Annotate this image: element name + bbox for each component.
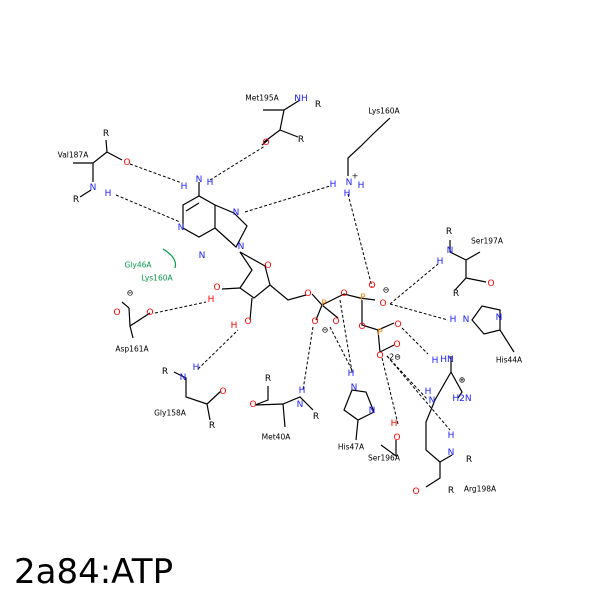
atom-o-pa1: O <box>311 317 318 327</box>
atom-r-arg198b: R <box>448 486 454 496</box>
atom-r-met195b: R <box>298 135 304 145</box>
atom-h-gly158: H <box>193 363 200 373</box>
atom-o-ribose-ring: O <box>264 261 271 271</box>
atom-r-val187a: R <box>103 129 109 139</box>
atom-o2-ribose: O <box>213 283 220 293</box>
atom-r-gly158: R <box>162 367 168 377</box>
atom-r-gly158b: R <box>209 421 215 431</box>
residue-label-val187: Val187A <box>58 151 90 160</box>
atom-n-his47b: N <box>369 406 376 416</box>
atom-o-pg3: O <box>376 351 383 361</box>
atom-r-met40a: R <box>265 374 271 384</box>
atom-h-lys160c: H <box>344 189 351 199</box>
residue-label-gly158: Gly158A <box>154 409 187 418</box>
plus-sup-lys160: + <box>352 172 359 181</box>
residue-label-his47: His47A <box>338 443 365 452</box>
residue-label-ser197: Ser197A <box>471 237 504 246</box>
atom-o-met40: O <box>249 400 256 410</box>
atom-o5: O <box>304 289 311 299</box>
atom-o-arg198: O <box>412 487 419 497</box>
atom-o-ser196: O <box>393 433 400 443</box>
atom-pb: P <box>360 293 366 303</box>
atom-o-met195: O <box>262 138 269 148</box>
residue-label-met195: Met195A <box>245 94 279 103</box>
atom-h-o2: H <box>208 295 215 305</box>
atom-o-gly158: O <box>219 387 226 397</box>
atom-n-arg198b: N <box>448 448 455 458</box>
atom-o-pg2: O <box>393 340 400 350</box>
atom-o-pb2: O <box>379 299 386 309</box>
bond-layer <box>73 99 515 488</box>
atom-pg: P <box>377 328 383 338</box>
atom-n-lys160: N <box>346 178 353 188</box>
residue-label-asp161: Asp161A <box>115 345 149 354</box>
atom-o-pb1: O <box>368 281 375 291</box>
atom-n7-ade: N <box>233 208 240 218</box>
atom-h-n6a: H <box>181 182 188 192</box>
atom-o3-ribose: O <box>244 317 251 327</box>
atom-h2n-arg198: H2N <box>452 394 471 404</box>
atom-o-asp161b: O <box>146 308 153 318</box>
atom-h-lys160a: H <box>330 180 337 190</box>
minus-pb: ⊖ <box>383 286 390 295</box>
atom-h-arg198b: H <box>425 387 432 397</box>
residue-label-gly46: Gly46A <box>124 261 152 270</box>
atom-h-lys160b: H <box>358 181 365 191</box>
atom-r-ser197a: R <box>446 227 452 237</box>
atom-h-his44: H <box>450 315 457 325</box>
residue-label-lys160-hyd: Lys160A <box>141 274 173 283</box>
atom-n1-ade: N <box>178 223 185 233</box>
atom-h-met40: H <box>299 386 306 396</box>
residue-label-his44: His44A <box>496 356 523 365</box>
two-minus-pg: 2⊖ <box>389 353 401 362</box>
atom-r-met40b: R <box>313 412 319 422</box>
atom-r-val187b: R <box>73 195 79 205</box>
residue-label-lys160: Lys160A <box>368 107 400 116</box>
plus-arg198: ⊕ <box>459 376 466 385</box>
atom-r-ser197b: R <box>453 289 459 299</box>
atom-pa: P <box>321 299 327 309</box>
atom-o-asp161a: O <box>113 308 120 318</box>
atom-n-ser197: N <box>447 246 454 256</box>
atom-n6-ade: N <box>196 175 203 185</box>
atom-h-n6b: H <box>207 178 214 188</box>
atom-n3-ade: N <box>199 251 206 261</box>
atom-layer: NH R O R N + H H H R O N H R N H H N N N… <box>73 94 503 497</box>
minus-pa: ⊖ <box>322 326 329 335</box>
atom-n-his44a: N <box>463 315 470 325</box>
atom-n-met40: N <box>297 400 304 410</box>
atom-h-ser196: H <box>391 419 398 429</box>
atom-n-gly158: N <box>180 373 187 383</box>
atom-n-arg198a: N <box>429 396 436 406</box>
atom-h-val187: H <box>105 189 112 199</box>
residue-label-arg198: Arg198A <box>464 485 497 494</box>
atom-h-ser197: H <box>437 257 444 267</box>
hydrophobic-arc <box>162 248 177 269</box>
atom-o-bg: O <box>358 322 365 332</box>
atom-h-arg198c: H <box>448 431 455 441</box>
atom-n-his44b: N <box>496 313 503 323</box>
residue-label-layer: Met195A Lys160A Val187A Ser197A Gly46A L… <box>58 94 523 494</box>
atom-o-pg1: O <box>394 320 401 330</box>
atom-n-his47a: N <box>351 383 358 393</box>
atom-hn-arg198: HN <box>440 355 454 365</box>
hbond-layer <box>115 145 451 431</box>
minus-asp161: ⊖ <box>127 289 134 298</box>
atom-n9-ade: N <box>238 242 245 252</box>
ligand-title: 2a84:ATP <box>14 552 174 592</box>
atom-h-o3: H <box>231 321 238 331</box>
atom-o-pa2: O <box>332 317 339 327</box>
atom-r-met195a: R <box>315 100 321 110</box>
atom-o-val187: O <box>123 158 130 168</box>
atom-h-his47: H <box>348 369 355 379</box>
atom-h-arg198a: H <box>432 356 439 366</box>
atom-r-arg198a: R <box>466 455 472 465</box>
atom-n-val187: N <box>90 183 97 193</box>
atom-o-ab: O <box>340 289 347 299</box>
residue-label-met40: Met40A <box>262 433 292 442</box>
residue-label-ser196: Ser196A <box>368 454 401 463</box>
atom-nh-met195: NH <box>294 94 308 104</box>
atom-o-ser197: O <box>487 279 494 289</box>
